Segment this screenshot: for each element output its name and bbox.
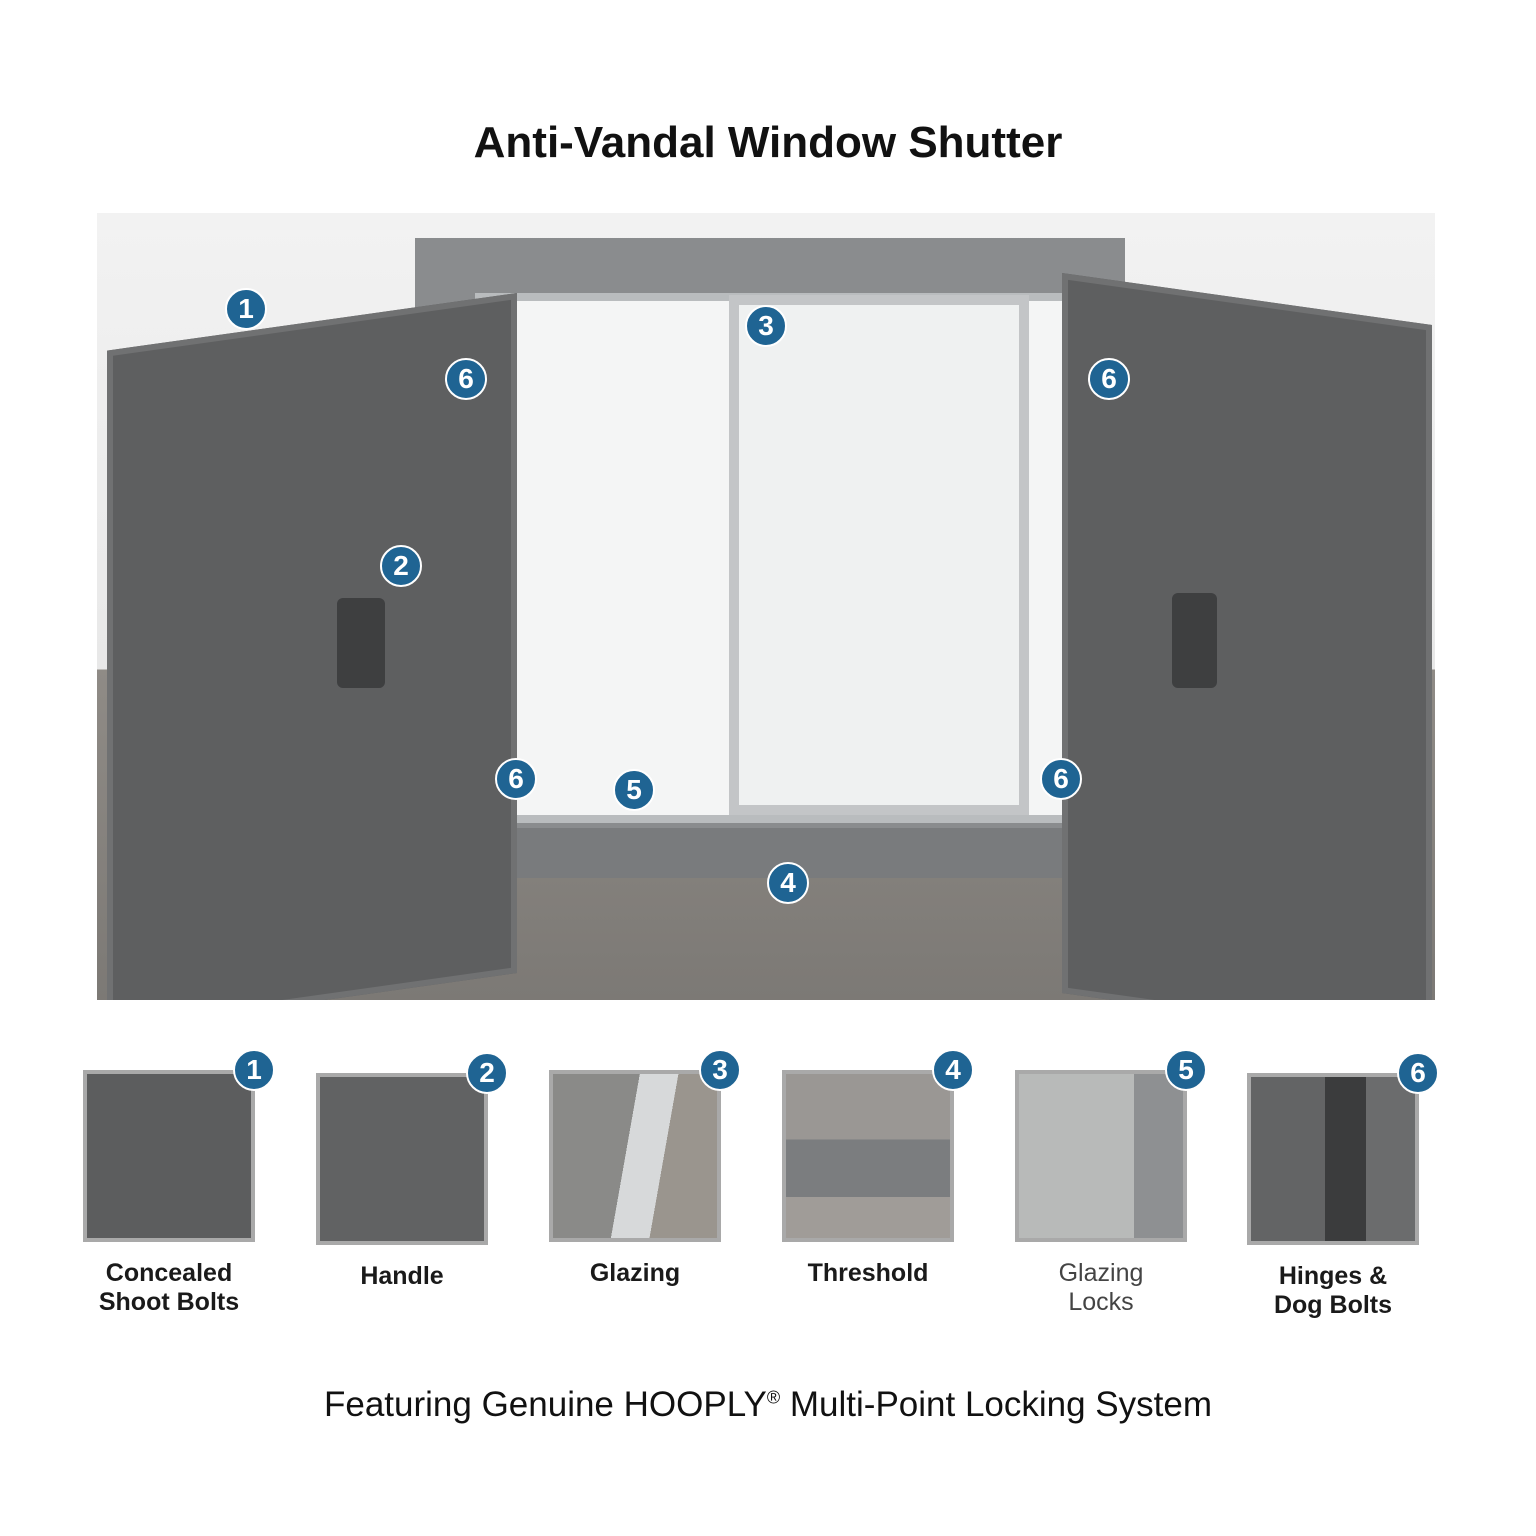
feature-label-handle: Handle xyxy=(292,1262,512,1291)
label-line: Locks xyxy=(1068,1288,1134,1316)
thumb-badge-4: 4 xyxy=(932,1049,974,1091)
label-line: Glazing xyxy=(589,1259,681,1287)
callout-badge-1: 1 xyxy=(225,288,267,330)
callout-badge-5: 5 xyxy=(613,769,655,811)
left-handle xyxy=(337,598,385,688)
thumb-handle xyxy=(316,1073,488,1245)
feature-label-hinges: Hinges &Dog Bolts xyxy=(1223,1262,1443,1320)
page-title: Anti-Vandal Window Shutter xyxy=(473,118,1063,167)
thumb-shoot-bolts xyxy=(83,1070,255,1242)
registered-mark: ® xyxy=(766,1387,781,1408)
callout-badge-3: 3 xyxy=(745,305,787,347)
thumb-badge-5: 5 xyxy=(1165,1049,1207,1091)
feature-label-glazing: Glazing xyxy=(525,1259,745,1288)
right-handle xyxy=(1172,593,1217,688)
label-line: Handle xyxy=(360,1262,444,1290)
tagline-text: Multi-Point Locking System xyxy=(780,1385,1212,1424)
callout-badge-6: 6 xyxy=(1088,358,1130,400)
label-line: Dog Bolts xyxy=(1273,1291,1393,1319)
thumb-threshold xyxy=(782,1070,954,1242)
callout-badge-6: 6 xyxy=(1040,758,1082,800)
label-line: Shoot Bolts xyxy=(98,1288,240,1316)
label-line: Threshold xyxy=(807,1259,929,1287)
thumb-hinges xyxy=(1247,1073,1419,1245)
thumb-badge-6: 6 xyxy=(1397,1052,1439,1094)
callout-badge-6: 6 xyxy=(445,358,487,400)
sliding-pane xyxy=(729,295,1029,815)
thumb-badge-3: 3 xyxy=(699,1049,741,1091)
thumb-glazing xyxy=(549,1070,721,1242)
thumb-glazing-locks xyxy=(1015,1070,1187,1242)
left-door xyxy=(107,293,517,1000)
label-line: Glazing xyxy=(1058,1259,1144,1287)
footer-tagline: Featuring Genuine HOOPLY® Multi-Point Lo… xyxy=(0,1385,1536,1425)
callout-badge-2: 2 xyxy=(380,545,422,587)
tagline-text: Featuring Genuine HOOPLY xyxy=(323,1385,767,1424)
callout-badge-6: 6 xyxy=(495,758,537,800)
label-line: Concealed xyxy=(105,1259,233,1287)
label-line: Hinges & xyxy=(1278,1262,1388,1290)
feature-label-threshold: Threshold xyxy=(758,1259,978,1288)
callout-badge-4: 4 xyxy=(767,862,809,904)
thumb-badge-2: 2 xyxy=(466,1052,508,1094)
thumb-badge-1: 1 xyxy=(233,1049,275,1091)
